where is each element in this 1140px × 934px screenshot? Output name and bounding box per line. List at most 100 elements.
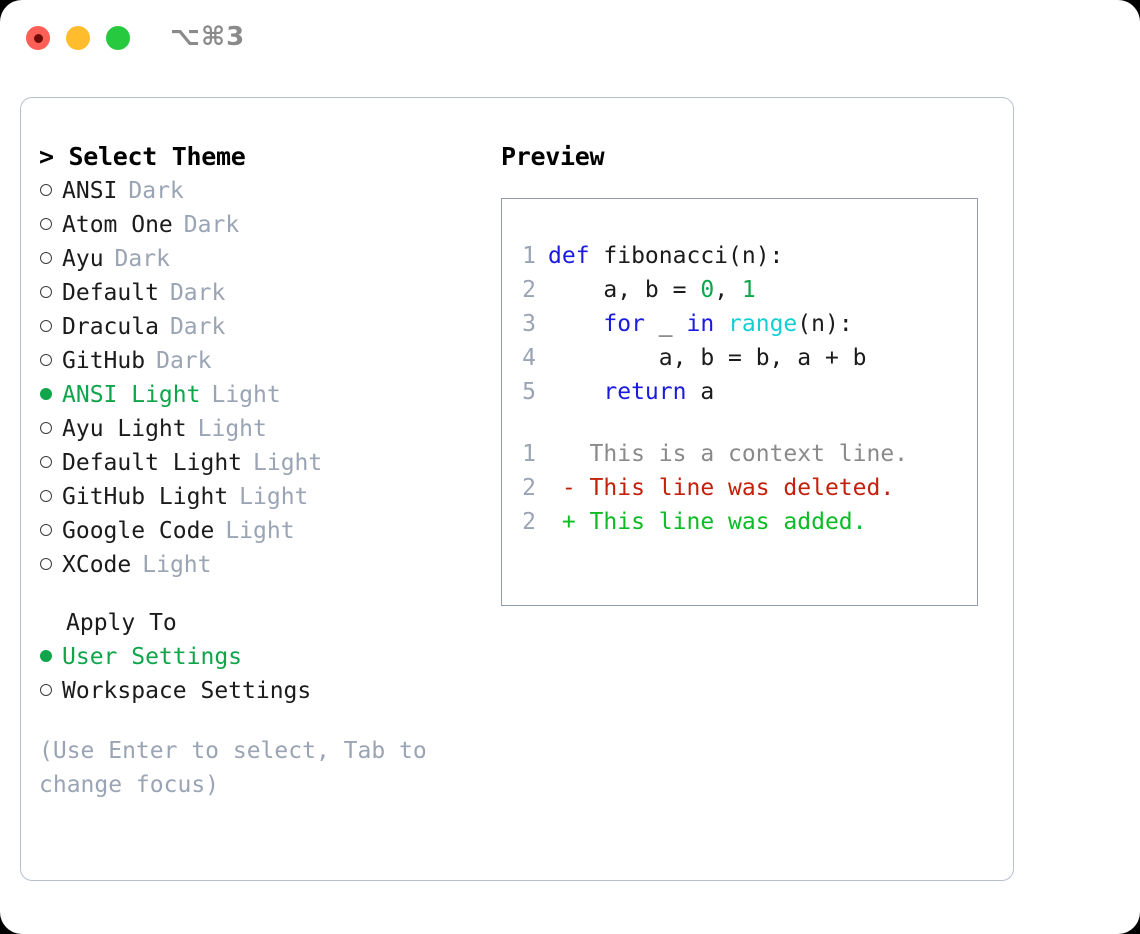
theme-option-row[interactable]: Atom One Dark — [39, 208, 479, 242]
line-number: 3 — [522, 311, 536, 337]
radio-unselected-icon[interactable] — [39, 208, 62, 242]
line-number: 1 — [522, 441, 536, 467]
theme-option-label: Ayu — [62, 246, 104, 272]
radio-unselected-icon[interactable] — [39, 446, 62, 480]
close-button[interactable] — [26, 26, 50, 50]
theme-option-label: Google Code — [62, 518, 215, 544]
theme-variant-badge: Dark — [128, 178, 184, 204]
code-line: 3 for _ in range(n): — [514, 307, 867, 341]
code-token: in — [686, 311, 715, 337]
code-token: , — [714, 277, 742, 303]
radio-unselected-icon[interactable] — [39, 276, 62, 310]
diff-line-text: - This line was deleted. — [548, 475, 895, 501]
code-token: (n): — [797, 311, 853, 337]
theme-option-label: GitHub — [62, 348, 146, 374]
theme-variant-badge: Dark — [169, 314, 226, 340]
theme-variant-badge: Dark — [169, 280, 226, 306]
theme-option-row[interactable]: Ayu Light Light — [39, 412, 479, 446]
radio-unselected-icon[interactable] — [39, 242, 62, 276]
line-number: 1 — [522, 243, 536, 269]
code-line: 4 a, b = b, a + b — [514, 341, 867, 375]
theme-variant-badge: Dark — [183, 212, 240, 238]
diff-sample: 1 This is a context line.2 - This line w… — [514, 437, 908, 539]
radio-unselected-icon[interactable] — [39, 174, 62, 208]
radio-selected-icon[interactable] — [39, 640, 62, 674]
theme-option-label: Default Light — [62, 450, 243, 476]
radio-selected-icon[interactable] — [39, 378, 62, 412]
code-token: 1 — [741, 277, 756, 303]
theme-variant-badge: Dark — [114, 246, 170, 272]
line-number: 2 — [522, 509, 536, 535]
radio-unselected-icon[interactable] — [39, 310, 62, 344]
theme-variant-badge: Light — [197, 416, 267, 442]
radio-unselected-icon[interactable] — [39, 674, 62, 708]
theme-variant-badge: Light — [225, 518, 295, 544]
code-token — [714, 311, 728, 337]
line-number: 2 — [522, 277, 536, 303]
theme-option-row[interactable]: Google Code Light — [39, 514, 479, 548]
theme-option-label: ANSI Light — [62, 382, 201, 408]
code-token: a, b = — [548, 277, 701, 303]
line-number: 5 — [522, 379, 536, 405]
code-line: 1 def fibonacci(n): — [514, 239, 867, 273]
radio-unselected-icon[interactable] — [39, 548, 62, 582]
theme-option-row[interactable]: GitHub Dark — [39, 344, 479, 378]
title-bar: ⌥⌘3 — [0, 0, 1140, 78]
code-token: return — [603, 379, 687, 405]
code-token: range — [728, 311, 798, 337]
diff-line: 2 + This line was added. — [514, 505, 908, 539]
line-number: 2 — [522, 475, 536, 501]
apply-to-option-row[interactable]: Workspace Settings — [39, 674, 479, 708]
section-spacer — [39, 582, 479, 606]
code-token: def — [548, 243, 590, 269]
code-token: fibonacci(n): — [589, 243, 784, 269]
minimize-button[interactable] — [66, 26, 90, 50]
radio-unselected-icon[interactable] — [39, 480, 62, 514]
diff-line: 2 - This line was deleted. — [514, 471, 908, 505]
traffic-lights — [26, 26, 130, 50]
theme-variant-badge: Light — [253, 450, 323, 476]
theme-option-row[interactable]: XCode Light — [39, 548, 479, 582]
radio-unselected-icon[interactable] — [39, 412, 62, 446]
code-line: 5 return a — [514, 375, 867, 409]
preview-title: Preview — [501, 142, 605, 171]
line-number: 4 — [522, 345, 536, 371]
theme-option-label: Atom One — [62, 212, 173, 238]
theme-option-label: Dracula — [62, 314, 159, 340]
code-token: _ — [644, 311, 687, 337]
radio-unselected-icon[interactable] — [39, 344, 62, 378]
code-token: a — [686, 379, 715, 405]
apply-to-option-row[interactable]: User Settings — [39, 640, 479, 674]
theme-option-label: XCode — [62, 552, 132, 578]
code-token: for — [603, 311, 645, 337]
theme-variant-badge: Light — [142, 552, 212, 578]
diff-line-text: + This line was added. — [548, 509, 867, 535]
theme-option-label: Ayu Light — [62, 416, 187, 442]
theme-option-label: GitHub Light — [62, 484, 229, 510]
zoom-button[interactable] — [106, 26, 130, 50]
theme-variant-badge: Dark — [156, 348, 212, 374]
code-token: a, b = b, a + b — [548, 345, 867, 371]
apply-to-option-label: User Settings — [62, 644, 243, 670]
code-token — [548, 379, 603, 405]
theme-option-row[interactable]: Ayu Dark — [39, 242, 479, 276]
keyboard-shortcut-label: ⌥⌘3 — [170, 22, 246, 52]
page-title: > Select Theme — [39, 142, 246, 171]
code-token — [548, 311, 603, 337]
theme-option-row[interactable]: GitHub Light Light — [39, 480, 479, 514]
theme-option-row[interactable]: Default Light Light — [39, 446, 479, 480]
theme-variant-badge: Light — [239, 484, 309, 510]
theme-option-row[interactable]: Dracula Dark — [39, 310, 479, 344]
radio-unselected-icon[interactable] — [39, 514, 62, 548]
